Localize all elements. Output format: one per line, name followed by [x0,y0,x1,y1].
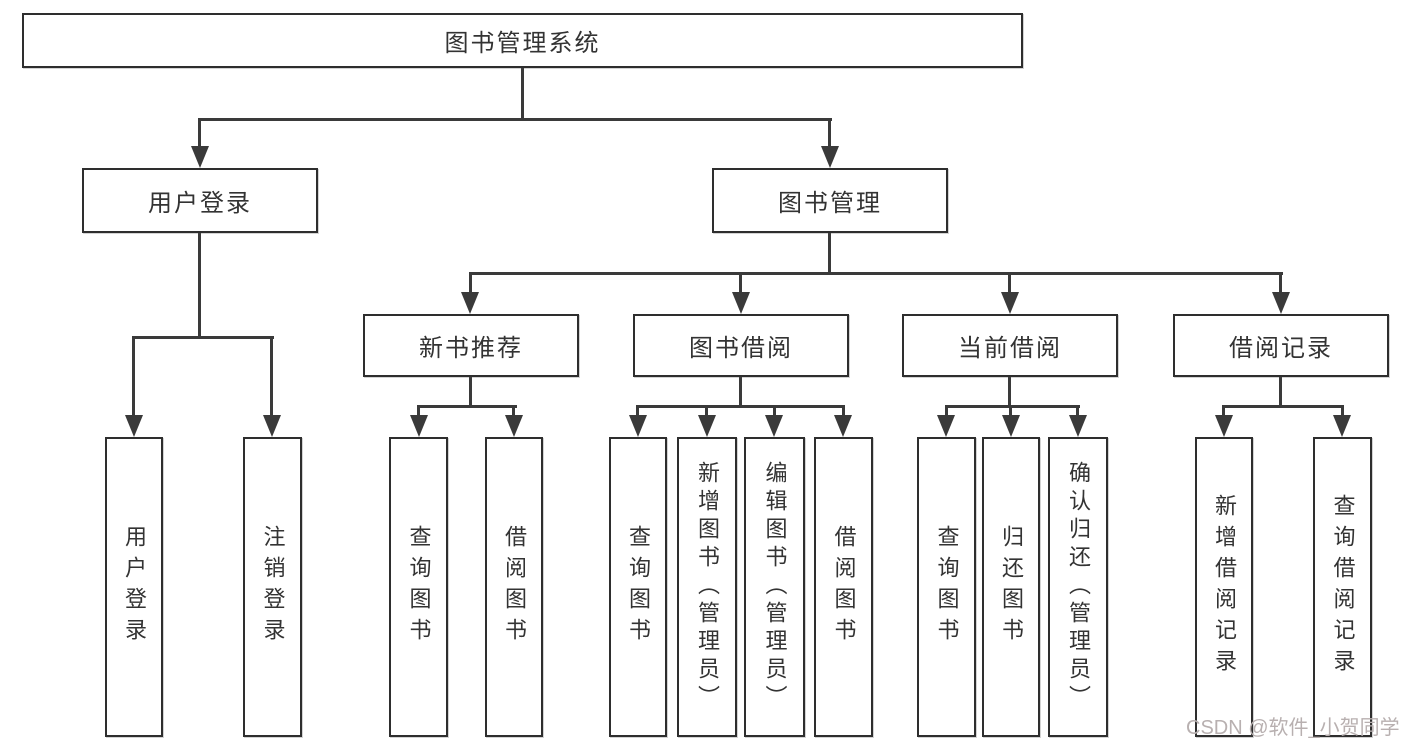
arrow-down-icon [1272,292,1290,314]
connector-vline [417,405,420,418]
node-borrowing-records: 借阅记录 [1173,314,1389,377]
leaf-query-borrow-record: 查询借阅记录 [1313,437,1372,737]
node-new-book-recommend-label: 新书推荐 [419,335,523,362]
node-book-management: 图书管理 [712,168,948,233]
connector-vline [521,68,524,118]
node-new-book-recommend: 新书推荐 [363,314,579,377]
arrow-down-icon [191,146,209,168]
connector-hline [469,272,1283,275]
leaf-add-borrow-record: 新增借阅记录 [1195,437,1253,737]
leaf-query-books-recommend: 查询图书 [389,437,448,737]
leaf-add-book-admin-label: 新增图书（管理员） [695,461,720,713]
leaf-borrow-books-recommend-label: 借阅图书 [502,525,527,649]
csdn-watermark: CSDN @软件_小贺同学 [1186,717,1400,739]
leaf-add-book-admin: 新增图书（管理员） [677,437,737,737]
connector-vline [198,233,201,339]
connector-vline [705,405,708,418]
arrow-down-icon [410,415,428,437]
connector-vline [1279,272,1282,296]
leaf-edit-book-admin-label: 编辑图书（管理员） [762,461,788,713]
arrow-down-icon [1002,415,1020,437]
arrow-down-icon [125,415,143,437]
connector-vline [512,405,515,418]
connector-hline [945,405,1080,408]
arrow-down-icon [765,415,783,437]
arrow-down-icon [1069,415,1087,437]
connector-vline [945,405,948,418]
connector-vline [828,118,831,150]
leaf-edit-book-admin: 编辑图书（管理员） [744,437,805,737]
leaf-user-login-label: 用户登录 [122,525,147,649]
connector-vline [1008,377,1011,408]
leaf-query-books-current: 查询图书 [917,437,976,737]
connector-vline [1222,405,1225,418]
leaf-borrow-books-recommend: 借阅图书 [485,437,543,737]
arrow-down-icon [821,146,839,168]
connector-hline [132,336,274,339]
node-user-login-label: 用户登录 [148,190,252,217]
leaf-query-books-current-label: 查询图书 [934,525,960,649]
connector-hline [417,405,517,408]
leaf-return-books-label: 归还图书 [999,525,1024,649]
connector-vline [739,272,742,296]
connector-vline [270,336,273,419]
node-library-system: 图书管理系统 [22,13,1023,68]
node-book-management-label: 图书管理 [778,190,882,217]
leaf-return-books: 归还图书 [982,437,1040,737]
arrow-down-icon [732,292,750,314]
leaf-user-login: 用户登录 [105,437,163,737]
connector-vline [469,377,472,408]
leaf-add-borrow-record-label: 新增借阅记录 [1212,494,1237,680]
arrow-down-icon [698,415,716,437]
connector-hline [1222,405,1344,408]
arrow-down-icon [1001,292,1019,314]
node-borrowing-records-label: 借阅记录 [1229,335,1333,362]
arrow-down-icon [834,415,852,437]
connector-vline [773,405,776,418]
leaf-borrow-books: 借阅图书 [814,437,873,737]
leaf-logout-label: 注销登录 [260,525,286,649]
leaf-confirm-return-admin: 确认归还（管理员） [1048,437,1108,737]
leaf-query-books-borrow: 查询图书 [609,437,667,737]
arrow-down-icon [1333,415,1351,437]
connector-vline [1076,405,1079,418]
connector-vline [636,405,639,418]
node-user-login: 用户登录 [82,168,318,233]
connector-vline [1008,272,1011,296]
arrow-down-icon [1215,415,1233,437]
connector-vline [1279,377,1282,408]
connector-vline [1009,405,1012,418]
connector-vline [198,118,201,150]
node-book-borrowing: 图书借阅 [633,314,849,377]
leaf-confirm-return-admin-label: 确认归还（管理员） [1066,461,1091,713]
arrow-down-icon [629,415,647,437]
node-current-borrowing-label: 当前借阅 [958,335,1062,362]
connector-vline [739,377,742,408]
leaf-borrow-books-label: 借阅图书 [831,525,857,649]
node-library-system-label: 图书管理系统 [444,30,601,57]
node-book-borrowing-label: 图书借阅 [689,335,793,362]
leaf-query-books-borrow-label: 查询图书 [626,525,651,649]
leaf-query-borrow-record-label: 查询借阅记录 [1330,494,1356,680]
connector-vline [132,336,135,419]
node-current-borrowing: 当前借阅 [902,314,1118,377]
arrow-down-icon [263,415,281,437]
arrow-down-icon [937,415,955,437]
arrow-down-icon [505,415,523,437]
connector-vline [1341,405,1344,418]
connector-hline [636,405,845,408]
connector-vline [828,233,831,275]
leaf-logout: 注销登录 [243,437,302,737]
connector-vline [842,405,845,418]
connector-hline [198,118,832,121]
connector-vline [469,272,472,296]
arrow-down-icon [461,292,479,314]
leaf-query-books-recommend-label: 查询图书 [406,525,432,649]
